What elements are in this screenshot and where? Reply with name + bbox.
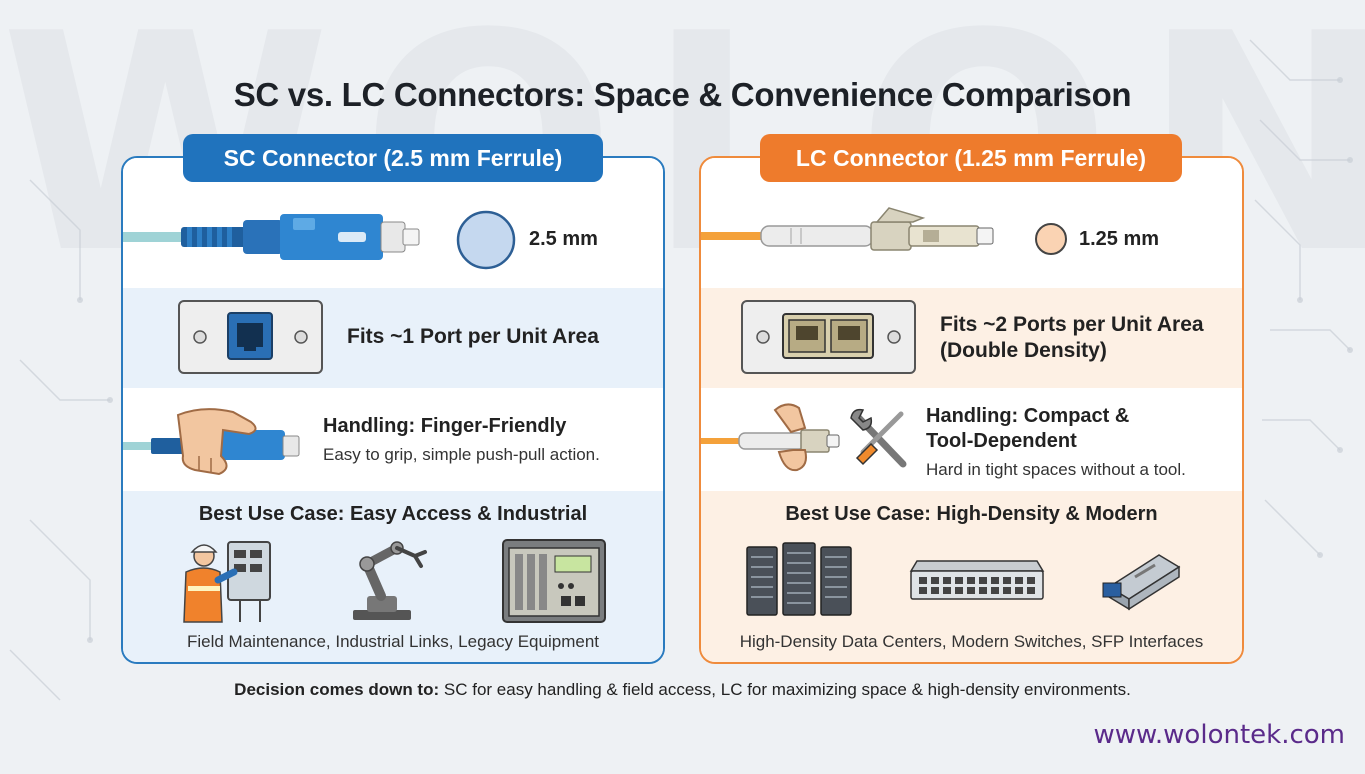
sc-port-density-label: Fits ~1 Port per Unit Area <box>347 325 599 348</box>
sc-panel: 2.5 mm Fits ~1 Port per Unit Area Handli… <box>121 156 665 664</box>
sc-handling-row: Handling: Finger-Friendly Easy to grip, … <box>123 388 663 491</box>
lc-usecase-title: Best Use Case: High-Density & Modern <box>785 503 1158 525</box>
lc-header-badge: LC Connector (1.25 mm Ferrule) <box>760 134 1182 182</box>
ferrule-circle-icon <box>1035 223 1067 255</box>
sc-header-badge: SC Connector (2.5 mm Ferrule) <box>183 134 603 182</box>
legacy-equipment-icon <box>502 539 606 623</box>
lc-port-row: Fits ~2 Ports per Unit Area (Double Dens… <box>701 288 1242 388</box>
lc-ferrule-size: 1.25 mm <box>1079 228 1160 250</box>
server-rack-icon <box>746 542 852 616</box>
fingertips-connector-icon <box>701 403 840 472</box>
lc-usecase-items: High-Density Data Centers, Modern Switch… <box>739 632 1204 651</box>
sc-ferrule-size: 2.5 mm <box>529 228 598 250</box>
lc-port-density-label: Fits ~2 Ports per Unit Area <box>940 313 1204 336</box>
sc-connector-icon <box>123 214 420 260</box>
ferrule-circle-icon <box>456 210 516 270</box>
dual-port-panel-icon <box>741 300 916 374</box>
sc-handling-title: Handling: Finger-Friendly <box>323 415 567 437</box>
lc-handling-subtitle: Tool-Dependent <box>926 430 1077 452</box>
sc-usecase-title: Best Use Case: Easy Access & Industrial <box>198 503 588 525</box>
sc-usecase-items: Field Maintenance, Industrial Links, Leg… <box>186 632 599 651</box>
network-switch-icon <box>909 560 1045 600</box>
field-worker-icon <box>183 541 271 623</box>
single-port-panel-icon <box>178 300 323 374</box>
lc-connector-icon <box>701 207 994 251</box>
lc-handling-title: Handling: Compact & <box>926 405 1130 427</box>
lc-handling-row: Handling: Compact & Tool-Dependent Hard … <box>701 388 1242 491</box>
hand-gripping-connector-icon <box>123 408 300 476</box>
page-title: SC vs. LC Connectors: Space & Convenienc… <box>233 76 1132 113</box>
decision-label: Decision comes down to: <box>234 680 440 699</box>
lc-usecase-row: Best Use Case: High-Density & Modern <box>701 491 1242 662</box>
robotic-arm-icon <box>353 541 427 620</box>
website-url: www.wolontek.com <box>1093 720 1346 750</box>
decision-summary: Decision comes down to: SC for easy hand… <box>0 680 1365 700</box>
lc-port-density-note: (Double Density) <box>940 339 1107 362</box>
decision-text: SC for easy handling & field access, LC … <box>439 680 1131 699</box>
sc-usecase-row: Best Use Case: Easy Access & Industrial <box>123 491 663 662</box>
lc-handling-desc: Hard in tight spaces without a tool. <box>926 460 1186 479</box>
sc-handling-desc: Easy to grip, simple push-pull action. <box>323 445 600 464</box>
lc-panel: 1.25 mm Fits ~2 Ports per Unit Area (Dou… <box>699 156 1244 664</box>
sc-port-row: Fits ~1 Port per Unit Area <box>123 288 663 388</box>
sfp-module-icon <box>1102 554 1181 611</box>
screwdriver-wrench-icon <box>850 408 907 468</box>
